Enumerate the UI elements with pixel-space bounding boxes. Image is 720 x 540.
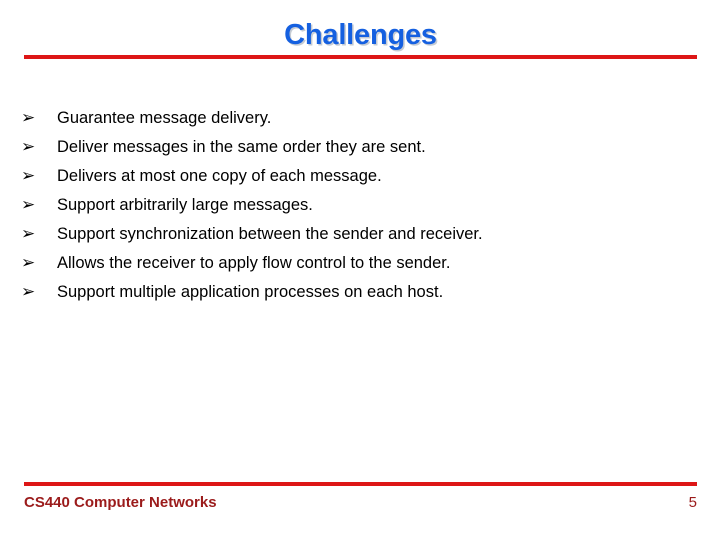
list-item-label: Support synchronization between the send… [57,225,483,243]
list-item: ➢ Support multiple application processes… [20,278,710,307]
arrow-bullet-icon: ➢ [21,253,36,273]
footer-divider [24,482,697,486]
list-item-label: Allows the receiver to apply flow contro… [57,254,451,272]
arrow-bullet-icon: ➢ [21,166,36,186]
arrow-bullet-icon: ➢ [21,282,36,302]
bullet-list: ➢ Guarantee message delivery. ➢ Deliver … [20,104,710,307]
arrow-bullet-icon: ➢ [21,108,36,128]
list-item: ➢ Guarantee message delivery. [20,104,710,133]
slide-footer: CS440 Computer Networks 5 [24,494,697,511]
arrow-bullet-icon: ➢ [21,224,36,244]
page-title: Challenges [284,18,437,51]
list-item: ➢ Allows the receiver to apply flow cont… [20,249,710,278]
list-item-label: Delivers at most one copy of each messag… [57,167,382,185]
list-item-label: Support arbitrarily large messages. [57,196,313,214]
title-divider [24,55,697,59]
list-item: ➢ Support synchronization between the se… [20,220,710,249]
list-item: ➢ Support arbitrarily large messages. [20,191,710,220]
arrow-bullet-icon: ➢ [21,137,36,157]
slide-number: 5 [688,494,697,511]
arrow-bullet-icon: ➢ [21,195,36,215]
list-item: ➢ Deliver messages in the same order the… [20,133,710,162]
footer-course-label: CS440 Computer Networks [24,494,217,511]
slide-title-block: Challenges [24,16,697,54]
list-item-label: Guarantee message delivery. [57,109,272,127]
list-item: ➢ Delivers at most one copy of each mess… [20,162,710,191]
list-item-label: Support multiple application processes o… [57,283,444,301]
list-item-label: Deliver messages in the same order they … [57,138,426,156]
